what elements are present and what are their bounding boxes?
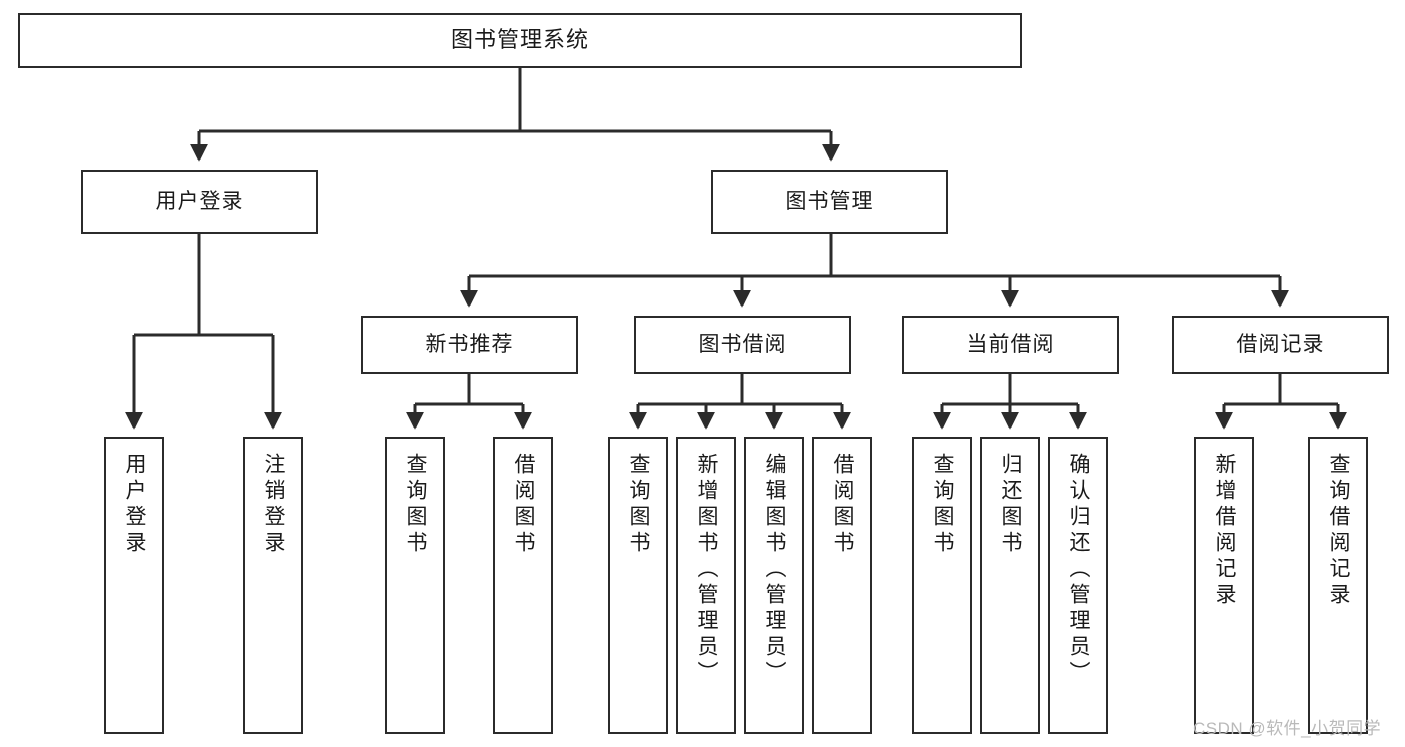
leaf-query-borrow-record[interactable]: 查询借阅记录: [1308, 437, 1368, 734]
node-label: 新书推荐: [425, 333, 514, 357]
leaf-add-book-admin[interactable]: 新增图书（管理员）: [676, 437, 736, 734]
leaf-query-book-recommend[interactable]: 查询图书: [385, 437, 445, 734]
node-borrow-record[interactable]: 借阅记录: [1172, 316, 1389, 374]
leaf-add-borrow-record[interactable]: 新增借阅记录: [1194, 437, 1254, 734]
node-new-book-recommend[interactable]: 新书推荐: [361, 316, 578, 374]
node-label: 确认归还（管理员）: [1067, 453, 1091, 687]
node-label: 注销登录: [262, 453, 286, 557]
node-label: 编辑图书（管理员）: [763, 453, 787, 687]
leaf-logout[interactable]: 注销登录: [243, 437, 303, 734]
node-label: 新增图书（管理员）: [695, 453, 719, 687]
csdn-watermark: CSDN @软件_小贺同学: [1193, 719, 1382, 738]
node-label: 查询图书: [931, 453, 955, 557]
node-label: 新增借阅记录: [1213, 453, 1237, 609]
node-book-management[interactable]: 图书管理: [711, 170, 948, 234]
node-book-borrow[interactable]: 图书借阅: [634, 316, 851, 374]
node-current-borrow[interactable]: 当前借阅: [902, 316, 1119, 374]
node-label: 图书管理: [785, 190, 874, 214]
node-label: 当前借阅: [966, 333, 1055, 357]
leaf-confirm-return-admin[interactable]: 确认归还（管理员）: [1048, 437, 1108, 734]
node-label: 查询借阅记录: [1327, 453, 1351, 609]
leaf-query-book-current[interactable]: 查询图书: [912, 437, 972, 734]
node-label: 图书管理系统: [450, 27, 589, 53]
node-label: 借阅记录: [1236, 333, 1325, 357]
node-user-login[interactable]: 用户登录: [81, 170, 318, 234]
node-label: 借阅图书: [512, 453, 536, 557]
node-label: 用户登录: [123, 453, 147, 557]
node-label: 借阅图书: [831, 453, 855, 557]
node-label: 归还图书: [999, 453, 1023, 557]
leaf-return-book[interactable]: 归还图书: [980, 437, 1040, 734]
node-label: 查询图书: [404, 453, 428, 557]
node-label: 查询图书: [627, 453, 651, 557]
leaf-query-book-borrow[interactable]: 查询图书: [608, 437, 668, 734]
node-root-book-management-system[interactable]: 图书管理系统: [18, 13, 1022, 68]
node-label: 用户登录: [155, 190, 244, 214]
leaf-user-login[interactable]: 用户登录: [104, 437, 164, 734]
node-label: 图书借阅: [698, 333, 787, 357]
leaf-borrow-book[interactable]: 借阅图书: [812, 437, 872, 734]
leaf-borrow-book-recommend[interactable]: 借阅图书: [493, 437, 553, 734]
leaf-edit-book-admin[interactable]: 编辑图书（管理员）: [744, 437, 804, 734]
